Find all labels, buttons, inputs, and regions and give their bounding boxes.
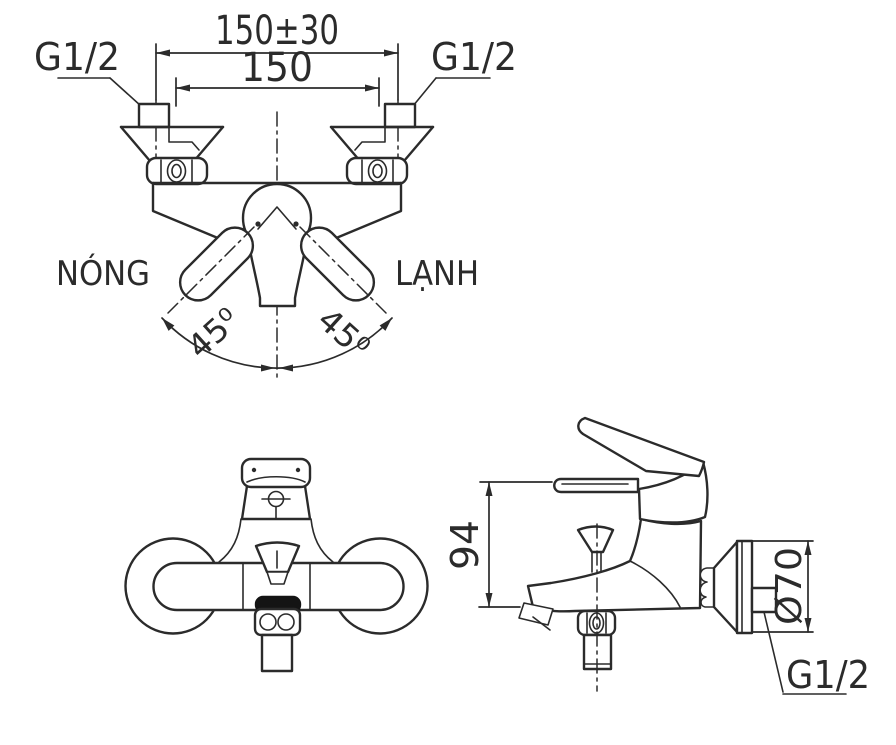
dimension-height-94: 94 xyxy=(443,481,553,608)
handle-position-right-45 xyxy=(299,226,387,314)
front-view-drawing xyxy=(124,457,429,673)
wall-thread-callout: G1/2 xyxy=(763,611,870,697)
wall-flange xyxy=(735,539,754,635)
dimension-overall-150-30: 150±30 xyxy=(155,8,399,161)
wall-thread-stub xyxy=(750,586,778,614)
handle-top-view xyxy=(245,206,310,308)
angle-right-label: 45⁰ xyxy=(310,300,377,366)
dim-overall-label: 150±30 xyxy=(215,8,339,54)
thread-right-label: G1/2 xyxy=(431,35,517,79)
aerator-tip xyxy=(518,602,554,626)
spout-outlet-front xyxy=(253,595,302,673)
wall-mount-side xyxy=(699,539,778,635)
wall-connector-right xyxy=(329,102,435,186)
cold-water-label: LẠNH xyxy=(395,254,479,294)
shower-connector-front xyxy=(260,633,294,673)
diverter-knob-side xyxy=(576,525,615,573)
flange-dim-label: Ø70 xyxy=(769,547,810,625)
thread-left-label: G1/2 xyxy=(34,35,120,79)
dimension-flange-70: Ø70 xyxy=(752,540,814,633)
lever-blade xyxy=(577,416,706,478)
diverter-knob-front xyxy=(254,541,301,585)
side-view-drawing: 94 xyxy=(443,416,870,697)
height-dim-label: 94 xyxy=(443,520,487,570)
top-view-drawing: 150±30 150 G1/2 G1/2 xyxy=(34,8,517,379)
shower-outlet-side xyxy=(576,523,617,692)
thread-right-callout: G1/2 xyxy=(412,35,517,107)
lever-grip xyxy=(553,477,640,494)
handle-front-view xyxy=(240,457,312,489)
angle-left-label: 45⁰ xyxy=(180,300,247,366)
dimension-spacing-150: 150 xyxy=(175,45,380,107)
thread-left-callout: G1/2 xyxy=(34,35,142,107)
wall-connector-left xyxy=(119,102,225,186)
body-and-spout-side xyxy=(518,517,703,631)
wall-thread-label: G1/2 xyxy=(786,653,870,697)
hot-water-label: NÓNG xyxy=(56,253,150,294)
dim-spacing-label: 150 xyxy=(241,45,313,91)
handle-position-left-45 xyxy=(167,226,255,314)
handle-side-view xyxy=(553,416,709,524)
